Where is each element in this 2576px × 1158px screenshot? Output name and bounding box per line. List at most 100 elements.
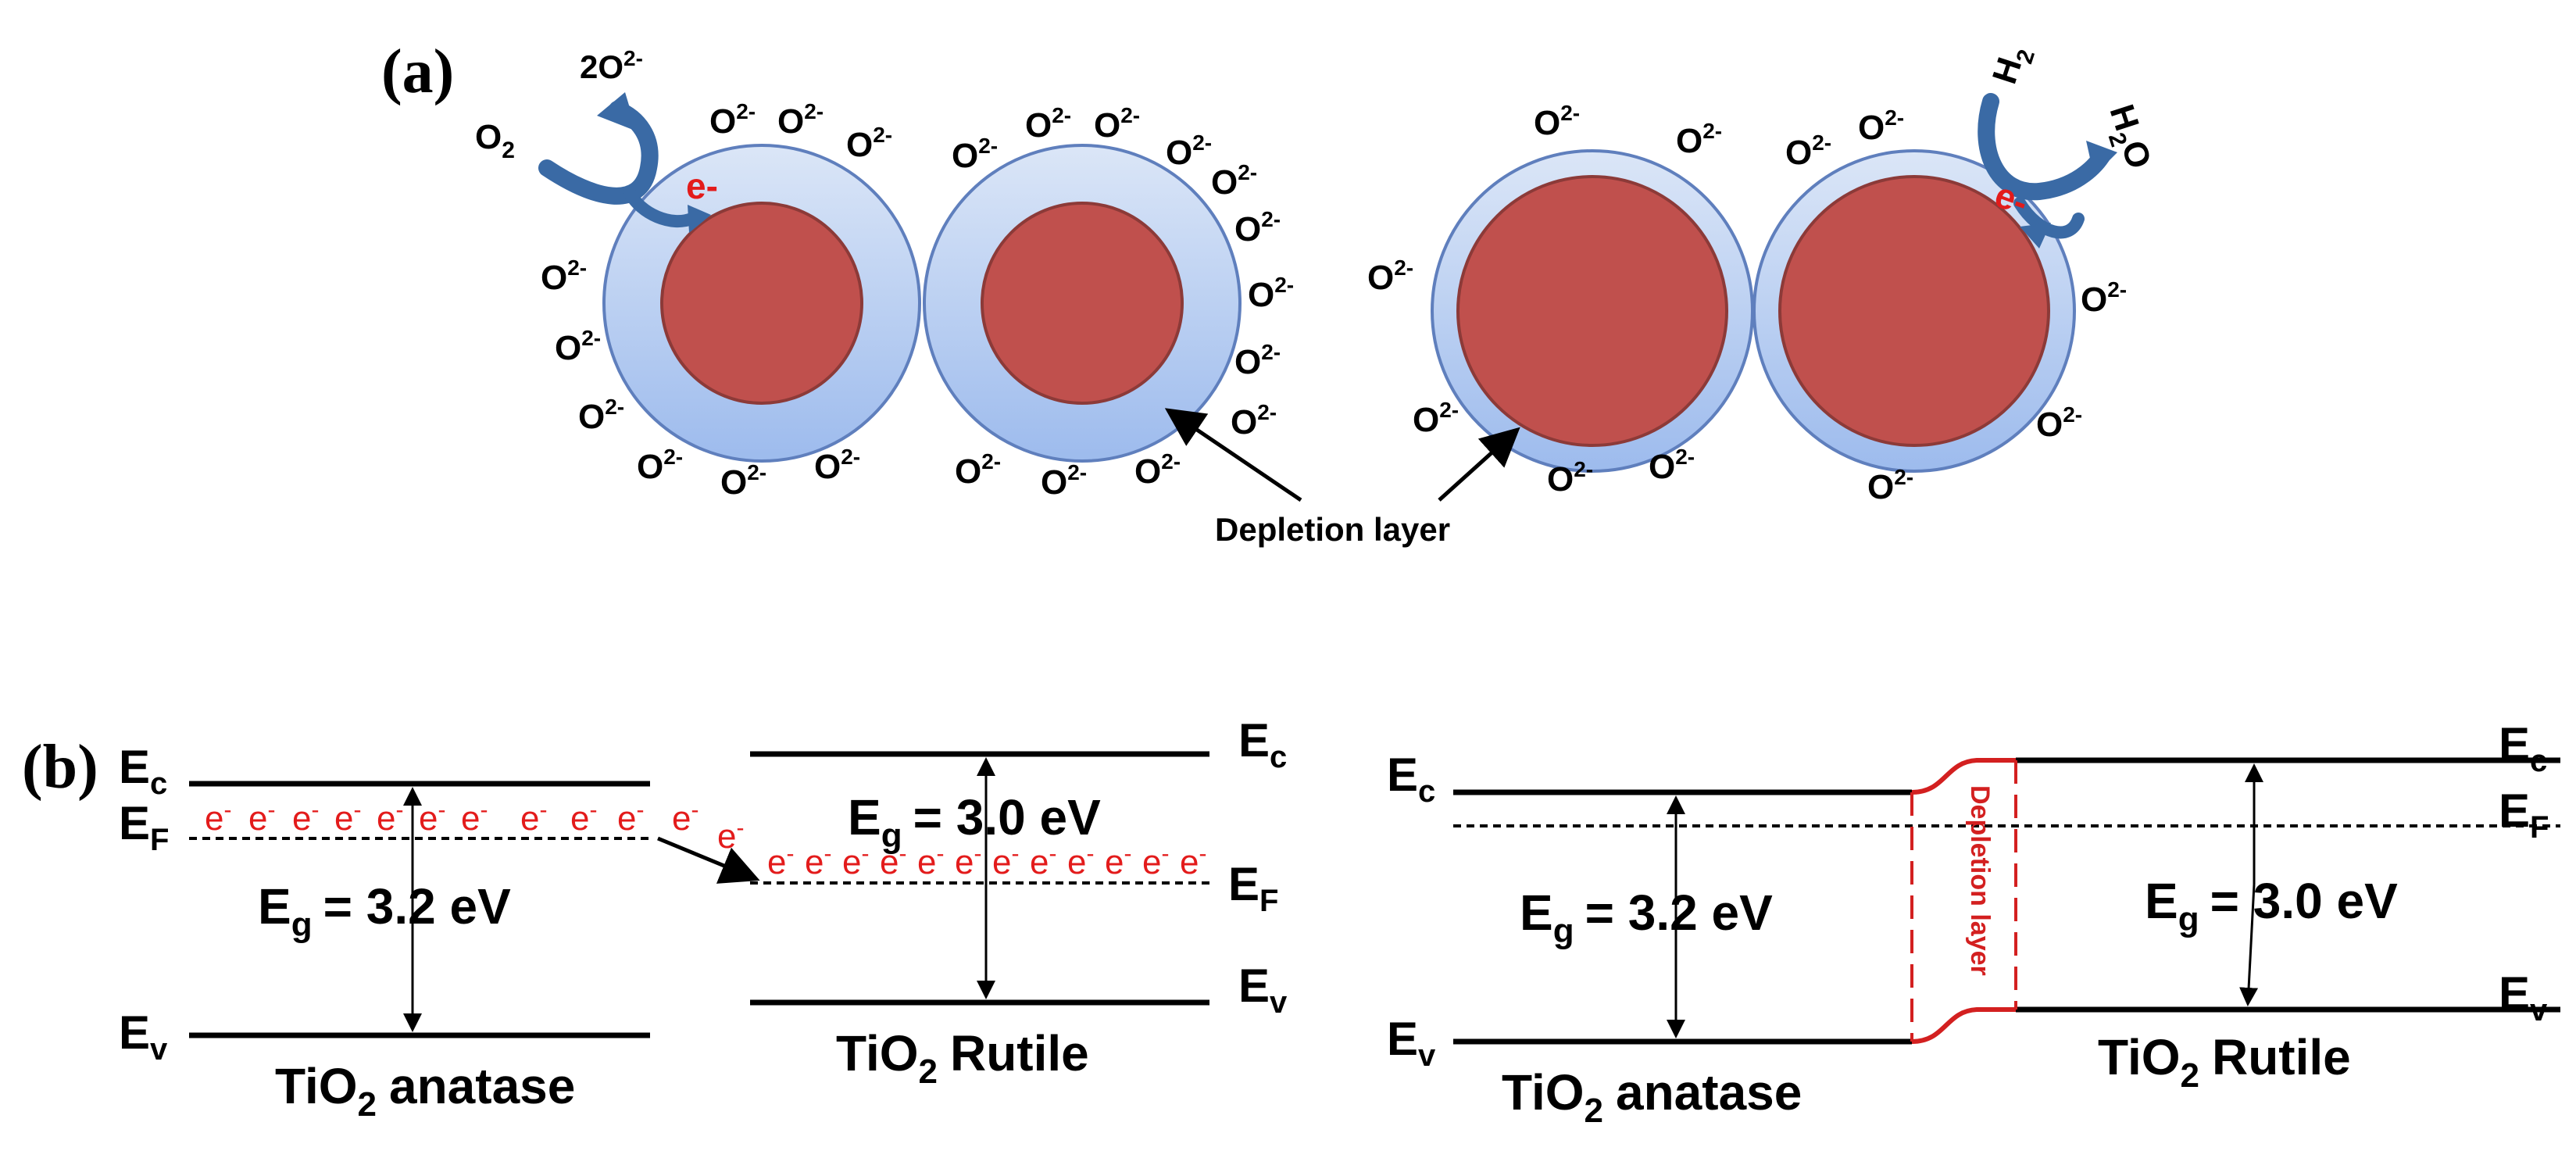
depletion-arrow-right [1438, 427, 1520, 502]
electron-symbol: e- [248, 797, 275, 838]
rutile-gap-label: Eg= 3.0 eV [848, 789, 1101, 855]
oxygen-ion-label: O2- [1534, 101, 1580, 142]
depletion-layer-callout: Depletion layer [1164, 408, 1520, 548]
oxygen-reduction-reaction: O2 2O2- e- [475, 46, 718, 233]
curved-arrow-right-branch-head [2020, 223, 2051, 248]
oxygen-ion-label: O2- [1413, 398, 1459, 439]
label-ef-anatase: EF [119, 797, 169, 857]
oxygen-ion-label: O2- [1248, 273, 1294, 314]
o2-reactant: O [475, 118, 502, 156]
electron-symbol: e- [1105, 841, 1131, 881]
oxygen-ion-label: O2- [1676, 119, 1722, 160]
oxygen-ion-label: O2- [578, 395, 624, 436]
oxygen-ion-label: O2- [1025, 103, 1071, 145]
panel-a-label: (a) [381, 38, 454, 106]
electron-symbol: e- [1030, 841, 1056, 881]
band-bending-conduction [1911, 758, 2016, 795]
curved-arrow-left-branch-head [688, 205, 711, 233]
curved-arrow-left [538, 101, 659, 205]
oxygen-ion-label: O2- [541, 256, 587, 297]
oxygen-ion-label: O2- [1367, 256, 1413, 297]
electron-symbol: e- [1142, 841, 1169, 881]
curved-arrow-left-branch [623, 185, 698, 228]
band-bending-valence [1911, 1007, 2016, 1044]
label-ec-rutile: Ec [1238, 714, 1287, 774]
oxygen-ion-label: O2- [777, 99, 824, 141]
electron-symbol: e- [570, 797, 597, 838]
electron-symbol: e- [205, 797, 231, 838]
svg-text:2O2-: 2O2- [580, 46, 643, 85]
2o2-product-sup: 2- [623, 46, 643, 70]
oxygen-ion-label: O2- [1858, 105, 1904, 147]
electron-symbol: e- [880, 841, 906, 881]
o2-reactant-sub: 2 [502, 138, 515, 163]
svg-text:O2: O2 [475, 118, 515, 163]
electron-symbol: e- [992, 841, 1019, 881]
depletion-arrow-left [1164, 408, 1302, 502]
electron-symbol: e- [292, 797, 319, 838]
junction-depletion-label: Depletion layer [1965, 785, 1995, 976]
label-ef-rutile: EF [1228, 858, 1278, 918]
oxygen-ion-label: O2- [955, 449, 1001, 491]
curved-arrow-right-head [2086, 141, 2117, 176]
electron-symbol: e- [767, 841, 794, 881]
2o2-product: 2O [580, 48, 623, 85]
junction-anatase-gap-label: Eg= 3.2 eV [1520, 885, 1773, 950]
electron-symbol: e- [377, 797, 403, 838]
electron-left: e- [686, 166, 718, 206]
junction-label-ef-right: EF [2499, 785, 2549, 845]
junction-rutile-gap-arrow-down [2239, 884, 2259, 1006]
oxygen-ion-label: O2- [2081, 277, 2127, 319]
electron-transfer-arrow [657, 836, 760, 884]
electron-symbol: e- [842, 841, 869, 881]
junction-label-ev-right: Ev [2499, 967, 2548, 1028]
label-ev-rutile: Ev [1238, 960, 1288, 1020]
adsorbed-oxygen-ions: O2- O2- O2- O2- O2- O2- O2- O2- O2- O2- O2- O2- O2- O… [541, 99, 2127, 506]
junction-label-ec-left: Ec [1387, 749, 1435, 809]
core-left-1 [660, 202, 863, 405]
electron-symbol: e- [461, 797, 488, 838]
oxygen-ion-label: O2- [1041, 460, 1087, 502]
electron-symbol: e- [1180, 841, 1206, 881]
electron-symbol: e- [805, 841, 831, 881]
oxygen-ion-label: O2- [1547, 457, 1593, 499]
oxygen-ion-label: O2- [1211, 160, 1257, 202]
oxygen-ion-label: O2- [1134, 449, 1181, 491]
oxygen-ion-label: O2- [1234, 207, 1281, 248]
electron-symbol: e- [520, 797, 547, 838]
depletion-layer-label: Depletion layer [1215, 511, 1450, 548]
oxygen-ion-label: O2- [846, 123, 892, 164]
oxygen-ion-label: O2- [555, 326, 601, 367]
hydrogen-oxidation-reaction: H2 H2O e- [1978, 41, 2159, 248]
junction-label-ec-right: Ec [2499, 718, 2547, 778]
oxygen-ion-label: O2- [1094, 103, 1140, 145]
electron-symbol: e- [334, 797, 361, 838]
oxygen-ion-label: O2- [1231, 400, 1277, 441]
oxygen-ion-label: O2- [952, 134, 998, 175]
curved-arrow-right-branch [2013, 197, 2085, 239]
oxygen-ion-label: O2- [1234, 340, 1281, 381]
band-diagram-junction: Depletion layer Ec Ev Ec EF Ev Eg= 3.2 e… [1387, 718, 2560, 1130]
core-right-2 [1778, 175, 2050, 447]
label-ev-anatase: Ev [119, 1006, 168, 1067]
oxygen-ion-label: O2- [709, 99, 756, 141]
electron-symbol: e- [717, 815, 744, 856]
electron-symbol: e- [617, 797, 644, 838]
svg-text:H2: H2 [1985, 41, 2040, 91]
electron-symbol: e- [955, 841, 981, 881]
oxygen-ion-label: O2- [814, 445, 860, 486]
junction-rutile-gap-label: Eg= 3.0 eV [2145, 873, 2398, 938]
panel-b-label: (b) [22, 733, 98, 802]
curved-arrow-left-head [597, 92, 637, 131]
oxygen-ion-label: O2- [1166, 130, 1212, 172]
label-ec-anatase: Ec [119, 741, 167, 801]
oxygen-ion-label: O2- [637, 445, 683, 486]
electron-symbol: e- [672, 797, 698, 838]
anatase-gap-label: Eg= 3.2 eV [258, 878, 511, 944]
oxygen-ion-label: O2- [1649, 445, 1695, 486]
core-right-1 [1456, 175, 1728, 447]
